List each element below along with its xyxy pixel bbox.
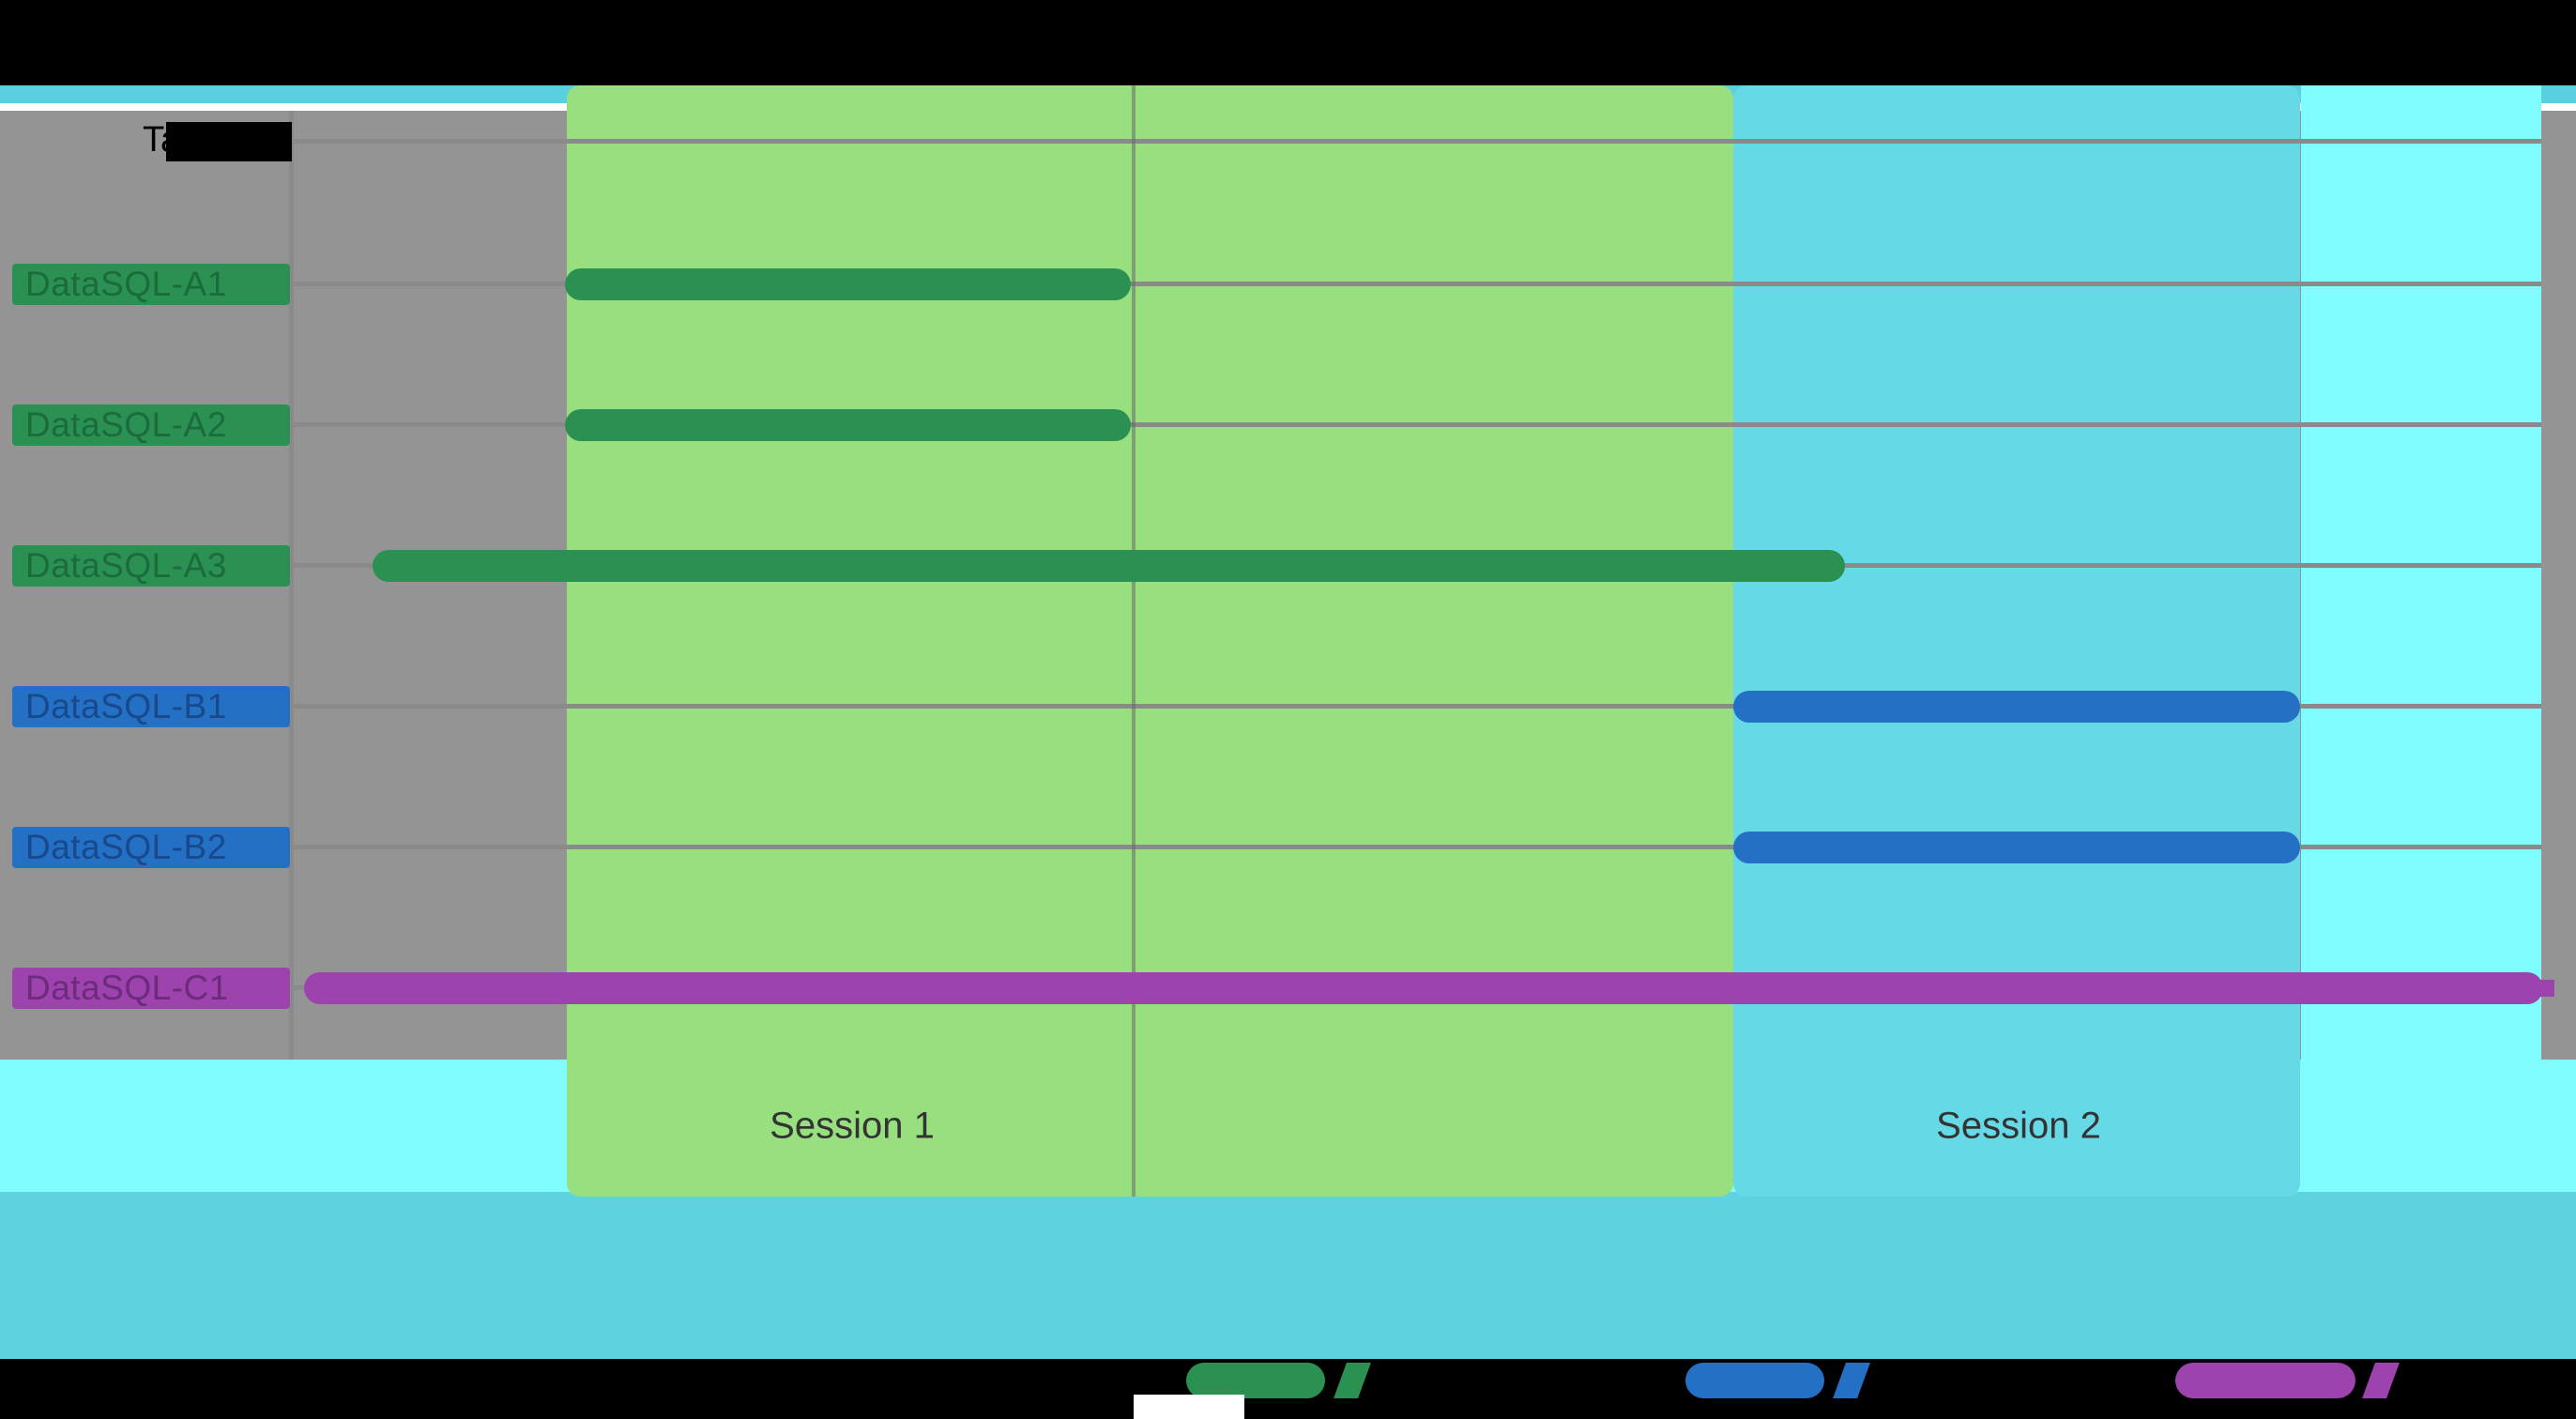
session-2-panel [1733, 85, 2300, 1197]
occlusion-task-label [166, 122, 292, 161]
task-bar-datasql-c1[interactable] [304, 972, 2543, 1004]
row-label-datasql-a2: DataSQL-A2 [12, 404, 290, 446]
task-bar-datasql-a2[interactable] [565, 409, 1131, 441]
row-label-datasql-b2: DataSQL-B2 [12, 827, 290, 868]
gridline-header [291, 139, 2541, 144]
session-1-panel [567, 85, 1733, 1197]
gridline-row-1 [291, 282, 2541, 286]
gridline-row-2 [291, 422, 2541, 427]
session-1-midline [1132, 85, 1136, 1197]
legend-swatch-purple[interactable] [2175, 1363, 2355, 1398]
session-2-label: Session 2 [1936, 1105, 2101, 1147]
gridline-row-5 [291, 845, 2541, 849]
row-label-datasql-b1: DataSQL-B1 [12, 686, 290, 727]
cyan-footer-band [0, 1192, 2576, 1359]
task-bar-datasql-a1[interactable] [565, 268, 1131, 300]
occlusion-title-band [0, 0, 2576, 85]
task-bar-datasql-c1-tail [2539, 980, 2554, 997]
row-label-datasql-a1: DataSQL-A1 [12, 264, 290, 305]
row-label-datasql-c1: DataSQL-C1 [12, 968, 290, 1009]
session-1-label: Session 1 [770, 1105, 935, 1147]
task-bar-datasql-b2[interactable] [1733, 832, 2300, 863]
legend-swatch-blue[interactable] [1685, 1363, 1824, 1398]
gridline-row-4 [291, 704, 2541, 709]
task-bar-datasql-b1[interactable] [1733, 691, 2300, 723]
task-bar-datasql-a3[interactable] [373, 550, 1845, 582]
row-label-datasql-a3: DataSQL-A3 [12, 545, 290, 587]
legend-swatch-green[interactable] [1186, 1363, 1325, 1398]
footer-white-notch [1134, 1395, 1244, 1419]
label-column-divider [289, 111, 294, 1060]
right-aqua-panel [2301, 85, 2541, 1192]
